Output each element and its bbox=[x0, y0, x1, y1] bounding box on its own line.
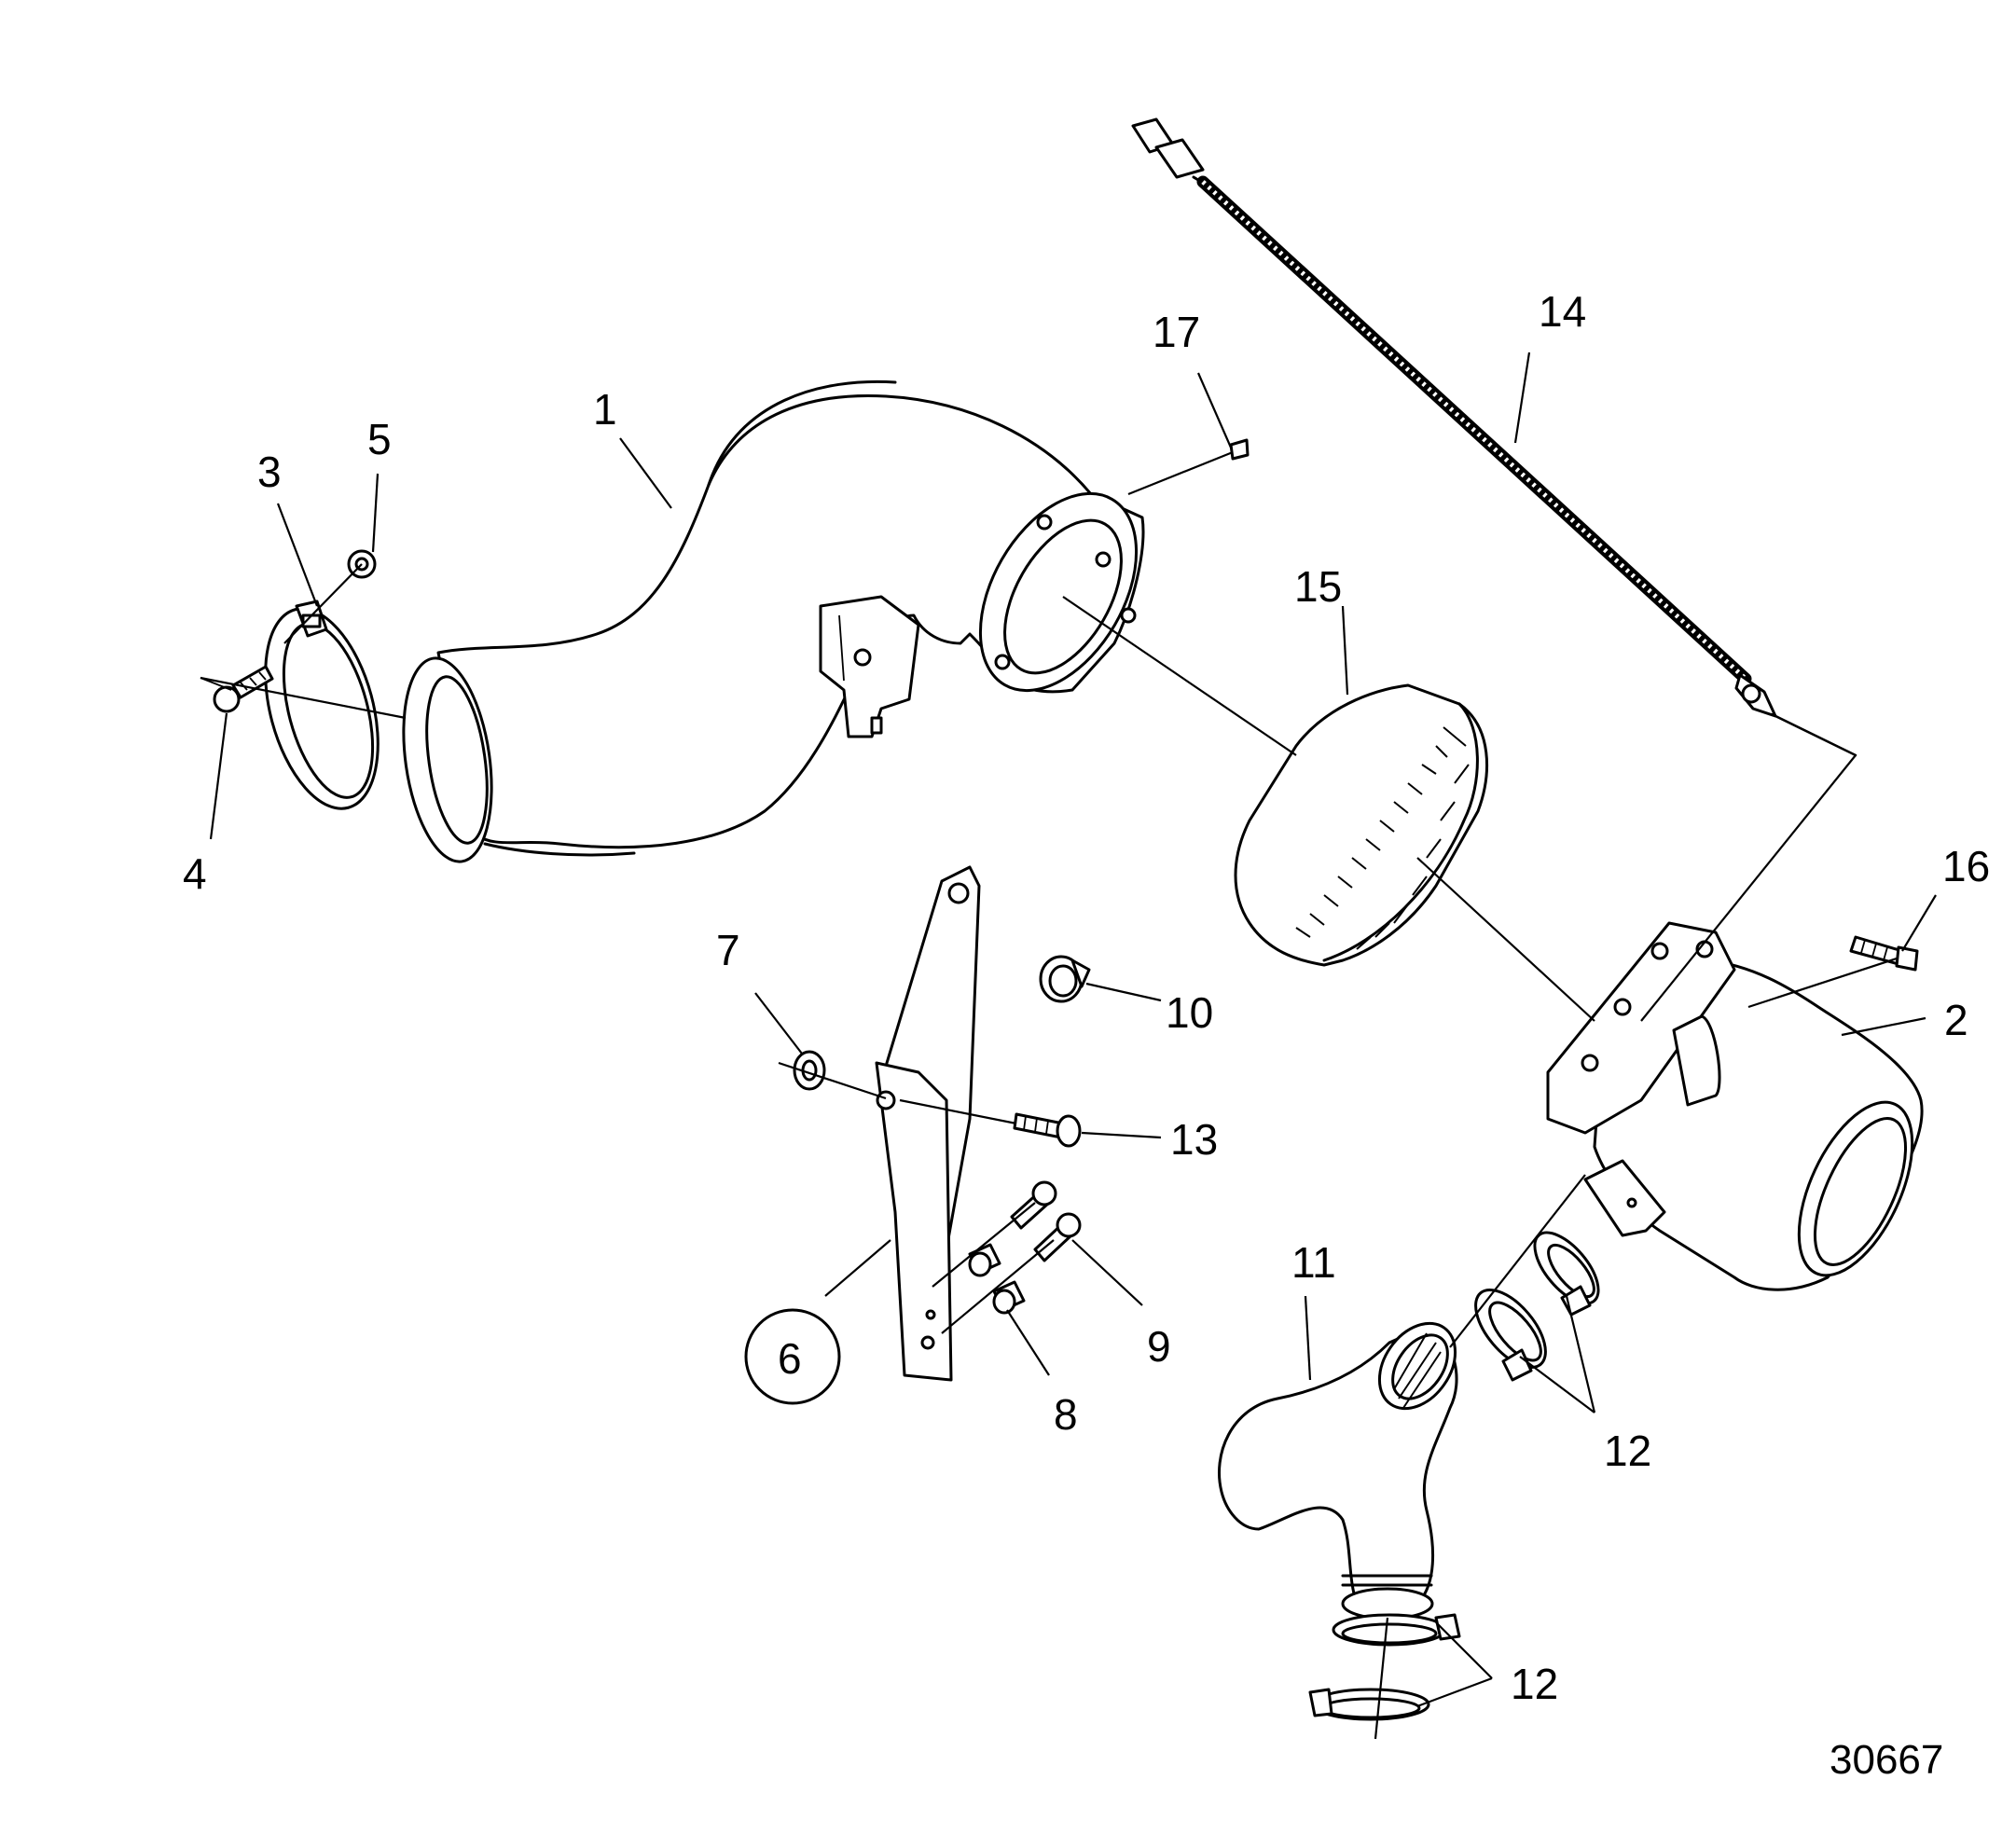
callout-10: 10 bbox=[1166, 988, 1213, 1037]
callout-11: 11 bbox=[1291, 1238, 1336, 1287]
hose-clamp-part-12-upper bbox=[1474, 1231, 1600, 1382]
callout-leaders bbox=[209, 352, 1937, 1708]
sensor-housing-part-2 bbox=[1546, 921, 1924, 1291]
bolt-part-4 bbox=[200, 665, 274, 713]
bolt-part-13 bbox=[1013, 1112, 1082, 1148]
callout-labels: 1 2 3 4 5 6 7 8 9 10 11 12 12 13 14 15 1… bbox=[183, 287, 1990, 1783]
callout-15: 15 bbox=[1294, 562, 1342, 611]
hose-elbow-part-11 bbox=[1218, 1321, 1458, 1620]
heat-shield-part-15 bbox=[1234, 683, 1488, 967]
callout-12-upper: 12 bbox=[1604, 1427, 1651, 1475]
hose-clamp-part-12-lower bbox=[1308, 1613, 1461, 1721]
pin-part-17 bbox=[1229, 438, 1250, 461]
callout-9: 9 bbox=[1147, 1322, 1171, 1371]
spacer-part-8 bbox=[968, 1243, 1026, 1315]
clamp-part-3 bbox=[264, 600, 380, 810]
exhaust-elbow-part-1 bbox=[402, 379, 1145, 863]
callout-2: 2 bbox=[1944, 996, 1968, 1044]
callout-16: 16 bbox=[1942, 842, 1990, 890]
callout-14: 14 bbox=[1539, 287, 1586, 336]
clip-part-10 bbox=[1039, 955, 1091, 1003]
callout-6-circle bbox=[744, 1308, 841, 1405]
callout-13: 13 bbox=[1170, 1115, 1218, 1164]
callout-17: 17 bbox=[1153, 308, 1200, 356]
callout-8: 8 bbox=[1054, 1390, 1078, 1439]
screw-part-9 bbox=[1010, 1180, 1082, 1262]
callout-5: 5 bbox=[367, 415, 392, 463]
callout-6: 6 bbox=[778, 1334, 802, 1383]
callout-4: 4 bbox=[183, 849, 207, 898]
callout-12-lower: 12 bbox=[1511, 1660, 1558, 1708]
assembly-centerlines bbox=[200, 450, 1898, 1740]
sensor-cable-part-14 bbox=[1131, 117, 1857, 757]
bracket-part-6 bbox=[875, 865, 981, 1382]
figure-id: 30667 bbox=[1830, 1737, 1943, 1783]
callout-3: 3 bbox=[257, 448, 282, 496]
screw-part-16 bbox=[1849, 935, 1919, 972]
callout-1: 1 bbox=[593, 385, 617, 434]
callout-7: 7 bbox=[716, 926, 740, 974]
